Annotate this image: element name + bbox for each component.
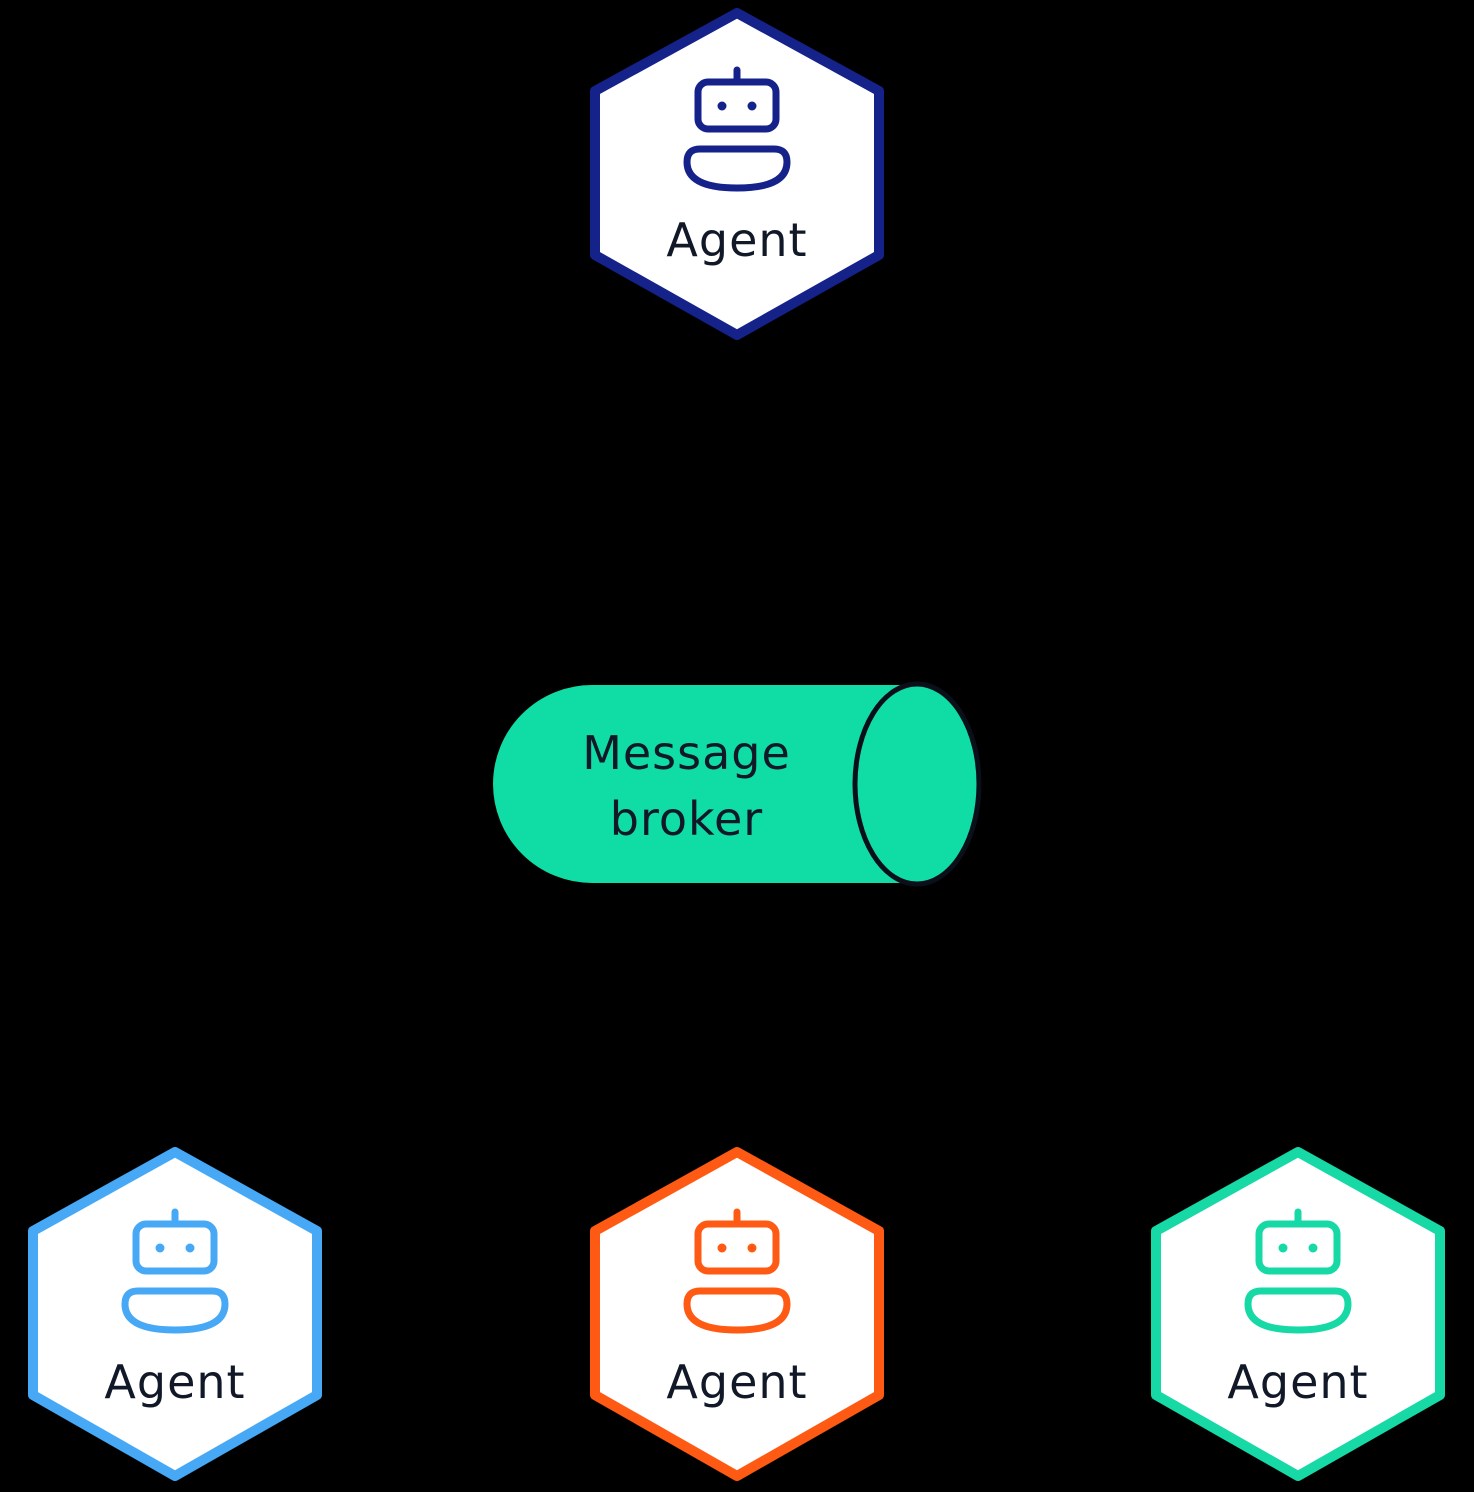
message-broker: Message broker <box>480 670 992 898</box>
robot-icon <box>683 1208 791 1334</box>
agent-label: Agent <box>1227 1355 1369 1409</box>
broker-label-line1: Message <box>582 726 791 780</box>
agent-node-center: Agent <box>582 1142 892 1492</box>
robot-icon <box>1244 1208 1352 1334</box>
robot-icon <box>683 66 791 192</box>
agent-node-left: Agent <box>20 1142 330 1492</box>
agent-label: Agent <box>104 1355 246 1409</box>
agent-label: Agent <box>666 1355 808 1409</box>
agent-label: Agent <box>666 213 808 267</box>
hexagon-shape <box>590 1146 884 1482</box>
agent-node-right: Agent <box>1143 1142 1453 1492</box>
robot-icon <box>121 1208 229 1334</box>
broker-label-line2: broker <box>609 792 764 846</box>
cylinder-icon <box>482 674 990 894</box>
agent-node-top: Agent <box>582 0 892 350</box>
broker-label: Message broker <box>544 720 829 852</box>
hexagon-shape <box>1151 1146 1445 1482</box>
hexagon-shape <box>28 1146 322 1482</box>
hexagon-shape <box>590 7 884 341</box>
